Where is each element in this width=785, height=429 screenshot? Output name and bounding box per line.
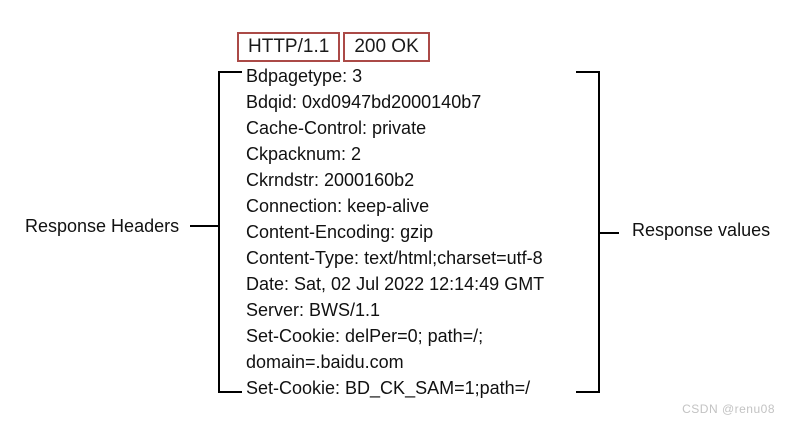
header-line: Content-Type: text/html;charset=utf-8 bbox=[246, 248, 543, 268]
watermark: CSDN @renu08 bbox=[682, 402, 775, 416]
header-line: Ckrndstr: 2000160b2 bbox=[246, 170, 415, 190]
right-bracket bbox=[576, 71, 600, 393]
header-line: Bdpagetype: 3 bbox=[246, 66, 363, 86]
response-headers-list: Bdpagetype: 3 Bdqid: 0xd0947bd2000140b7 … bbox=[246, 63, 544, 401]
right-bracket-connector-line bbox=[598, 232, 619, 234]
header-line: Set-Cookie: delPer=0; path=/; bbox=[246, 326, 484, 346]
header-line: Set-Cookie: BD_CK_SAM=1;path=/ bbox=[246, 378, 531, 398]
status-code-box: 200 OK bbox=[343, 32, 430, 62]
header-line: Ckpacknum: 2 bbox=[246, 144, 362, 164]
http-version-text: HTTP/1.1 bbox=[248, 36, 330, 57]
response-headers-label: Response Headers bbox=[25, 216, 180, 236]
header-line: domain=.baidu.com bbox=[246, 352, 404, 372]
left-bracket-connector-line bbox=[190, 225, 218, 227]
header-line: Server: BWS/1.1 bbox=[246, 300, 381, 320]
header-line: Date: Sat, 02 Jul 2022 12:14:49 GMT bbox=[246, 274, 545, 294]
header-line: Bdqid: 0xd0947bd2000140b7 bbox=[246, 92, 482, 112]
status-line: HTTP/1.1 200 OK bbox=[237, 32, 430, 62]
response-values-label: Response values bbox=[632, 220, 771, 240]
status-code-text: 200 OK bbox=[354, 36, 419, 57]
header-line: Connection: keep-alive bbox=[246, 196, 430, 216]
http-version-box: HTTP/1.1 bbox=[237, 32, 341, 62]
left-bracket bbox=[218, 71, 242, 393]
header-line: Content-Encoding: gzip bbox=[246, 222, 434, 242]
header-line: Cache-Control: private bbox=[246, 118, 427, 138]
